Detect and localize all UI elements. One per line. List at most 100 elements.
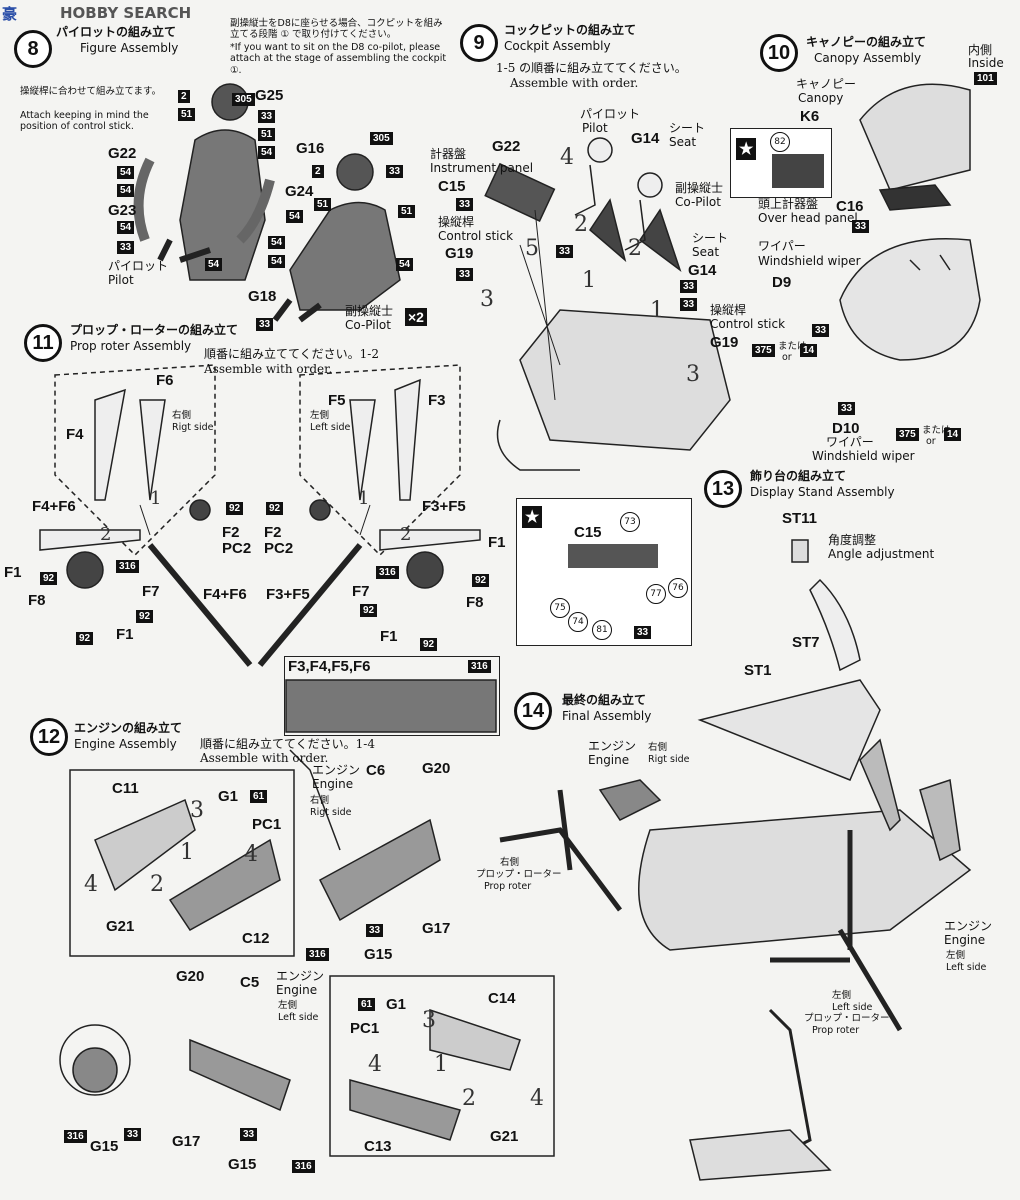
engine-en: Engine: [944, 933, 986, 947]
step-9-order-ja: 1-5 の順番に組み立ててください。: [496, 61, 687, 75]
part-c16: C16: [836, 198, 864, 215]
order-1: 1: [650, 298, 664, 323]
paint-2: 2: [312, 165, 324, 178]
left-en: Left side: [832, 1002, 873, 1013]
stick-en: Control stick: [710, 317, 786, 331]
inside-ja: 内側: [968, 43, 993, 57]
paint-316: 316: [376, 566, 399, 579]
part-pc1: PC1: [252, 816, 282, 833]
paint-316: 316: [116, 560, 139, 573]
angle-ja: 角度調整: [828, 533, 877, 547]
paint-54: 54: [396, 258, 414, 271]
step-8-title-en: Figure Assembly: [80, 41, 179, 55]
panel-en: Instrument panel: [430, 161, 534, 175]
or-ja: または: [778, 341, 807, 352]
part-st11: ST11: [782, 510, 818, 527]
paint-33: 33: [256, 318, 274, 331]
canopy-en: Canopy: [798, 91, 844, 105]
paint-316: 316: [306, 948, 329, 961]
right-ja: 右側: [310, 795, 330, 806]
paint-51: 51: [398, 205, 416, 218]
engine-ja: エンジン: [276, 969, 325, 983]
part-c12: C12: [242, 930, 270, 947]
part-g21: G21: [106, 918, 135, 935]
paint-33: 33: [240, 1128, 258, 1141]
order-1: 1: [180, 840, 194, 865]
paint-54: 54: [268, 255, 286, 268]
engine-en: Engine: [276, 983, 318, 997]
step-9-order-en: Assemble with order.: [510, 76, 639, 90]
part-f2: F2: [222, 524, 240, 541]
order-5: 5: [525, 236, 539, 261]
inside-en: Inside: [968, 56, 1004, 70]
part-g19: G19: [710, 334, 739, 351]
prop-en: Prop roter: [484, 881, 532, 892]
part-f2: F2: [264, 524, 282, 541]
step-11-order-ja: 順番に組み立ててください。1-2: [204, 347, 379, 361]
stick-en: Control stick: [438, 229, 514, 243]
part-g15: G15: [90, 1138, 119, 1155]
part-pc2: PC2: [222, 540, 252, 557]
part-c11: C11: [112, 780, 139, 797]
part-g22: G22: [492, 138, 521, 155]
paint-54: 54: [258, 146, 276, 159]
part-c6: C6: [366, 762, 386, 779]
part-g14: G14: [688, 262, 717, 279]
blade-color-box: [284, 656, 500, 736]
part-f7: F7: [142, 583, 160, 600]
copilot-label-en: Co-Pilot: [345, 318, 391, 332]
prop-ja: プロップ・ローター: [476, 869, 562, 880]
step-8-number: 8: [14, 30, 52, 68]
order-4: 4: [244, 842, 258, 867]
paint-316: 316: [64, 1130, 87, 1143]
decal-76: 76: [668, 578, 688, 598]
paint-51: 51: [258, 128, 276, 141]
step-9-title-ja: コックピットの組み立て: [504, 23, 637, 37]
right-en: Rigt side: [172, 422, 214, 433]
decal-77: 77: [646, 584, 666, 604]
order-3: 3: [480, 287, 494, 312]
order-3: 3: [422, 1008, 436, 1033]
paint-305: 305: [370, 132, 393, 145]
step-8-side-ja: 操縦桿に合わせて組み立てます。: [20, 86, 162, 97]
order-1: 1: [150, 488, 162, 509]
left-en: Left side: [310, 422, 351, 433]
engine-right-drawing: [69, 749, 441, 957]
pilot-en: Pilot: [582, 121, 608, 135]
paint-33: 33: [386, 165, 404, 178]
step-10-title-ja: キャノピーの組み立て: [806, 35, 927, 49]
order-4: 4: [560, 145, 574, 170]
part-g22: G22: [108, 145, 137, 162]
part-f3: F3: [428, 392, 446, 409]
part-f1: F1: [380, 628, 398, 645]
part-f1: F1: [4, 564, 22, 581]
step-14-number: 14: [514, 692, 552, 730]
prop-en: Prop roter: [812, 1025, 860, 1036]
paint-54: 54: [117, 166, 135, 179]
step-10-title-en: Canopy Assembly: [814, 51, 922, 65]
paint-33: 33: [634, 626, 652, 639]
paint-316: 316: [468, 660, 491, 673]
engine-en: Engine: [312, 777, 354, 791]
decal-ohp-graphic: [772, 154, 824, 188]
paint-33: 33: [258, 110, 276, 123]
part-g25: G25: [255, 87, 284, 104]
paint-54: 54: [205, 258, 223, 271]
paint-92: 92: [420, 638, 438, 651]
engine-ja: エンジン: [944, 919, 993, 933]
order-1: 1: [582, 268, 596, 293]
paint-92: 92: [76, 632, 94, 645]
order-2: 2: [628, 236, 642, 261]
final-assembly-drawing: [499, 738, 972, 1181]
paint-54: 54: [117, 221, 135, 234]
part-f4f6: F4+F6: [203, 586, 247, 603]
order-2: 2: [100, 524, 112, 545]
right-ja: 右側: [172, 410, 192, 421]
canopy-drawing: [839, 83, 981, 361]
left-ja: 左側: [832, 990, 852, 1001]
paint-61: 61: [250, 790, 268, 803]
part-g17: G17: [172, 1133, 201, 1150]
decal-82: 82: [770, 132, 790, 152]
or-ja: または: [922, 425, 951, 436]
paint-101: 101: [974, 72, 997, 85]
